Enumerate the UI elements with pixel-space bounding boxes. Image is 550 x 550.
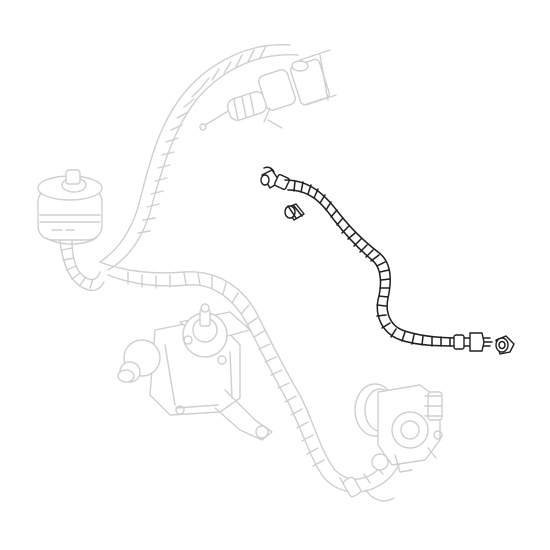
power-steering-pump [354, 383, 443, 473]
flare-nut-fitting-2 [495, 335, 515, 355]
reservoir-hose [59, 239, 105, 292]
flare-nut-fitting-1 [284, 203, 305, 221]
clutch-master-cylinder [199, 49, 337, 131]
lower-hose-end [342, 476, 395, 502]
steering-gearbox [117, 303, 273, 441]
hose-top-fitting [260, 166, 291, 191]
power-steering-reservoir [37, 169, 103, 245]
high-pressure-hose [260, 166, 493, 352]
ghost-assembly [37, 44, 443, 502]
